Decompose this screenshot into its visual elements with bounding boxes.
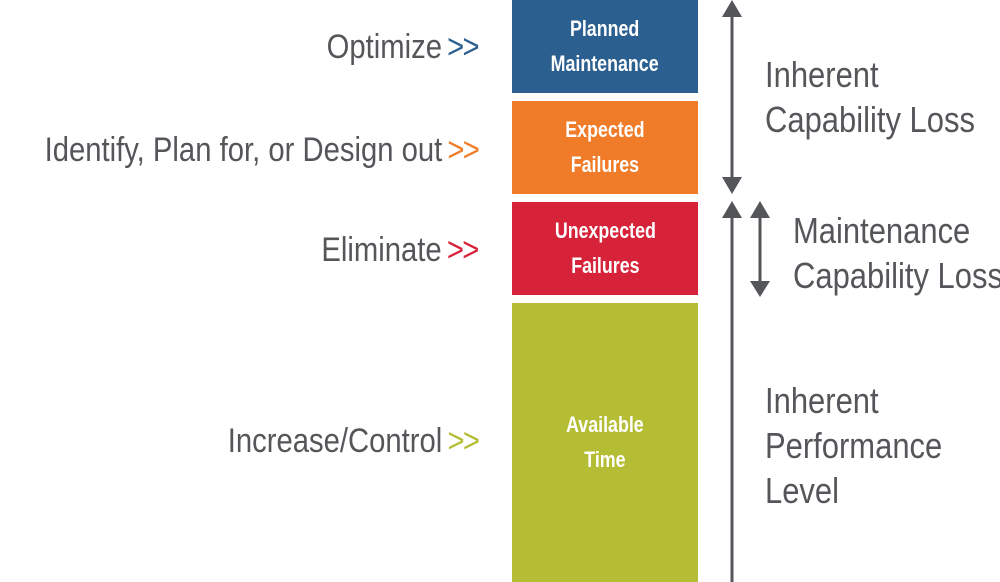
block-label-line: Failures [570,151,640,177]
block-label-line: Failures [570,252,640,278]
label-inherent-performance-level: Inherent Performance Level [765,378,942,513]
label-inherent-capability-loss: Inherent Capability Loss [765,52,975,142]
action-label: Identify, Plan for, or Design out [44,131,443,169]
block-label-line: Expected [565,117,645,143]
chevron-right-icon: >> [447,231,479,269]
chevron-right-icon: >> [447,28,479,66]
label-line: Maintenance [793,210,971,251]
action-label: Optimize [326,28,443,66]
block-label-line: Unexpected [554,218,656,244]
action-eliminate: Eliminate>> [321,231,480,269]
action-label: Increase/Control [227,422,443,460]
label-line: Inherent [765,380,879,421]
action-increase-control: Increase/Control>> [227,422,480,460]
label-line: Inherent [765,54,879,95]
label-maintenance-capability-loss: Maintenance Capability Loss [793,208,1000,298]
up-arrow-icon [722,201,742,582]
block-label-line: Available [566,412,644,438]
action-label: Eliminate [321,231,443,269]
block-label-line: Time [584,446,626,472]
double-arrow-icon [722,0,742,194]
chevron-right-icon: >> [447,422,479,460]
chevron-right-icon: >> [447,131,479,169]
label-line: Level [765,470,840,511]
label-line: Capability Loss [793,255,1000,296]
label-line: Capability Loss [765,99,975,140]
block-label-line: Planned [570,16,640,42]
action-identify-plan-design: Identify, Plan for, or Design out>> [44,131,479,169]
block-label-line: Maintenance [551,50,659,76]
double-arrow-icon [750,201,770,297]
action-optimize: Optimize>> [326,28,480,66]
label-line: Performance [765,425,943,466]
